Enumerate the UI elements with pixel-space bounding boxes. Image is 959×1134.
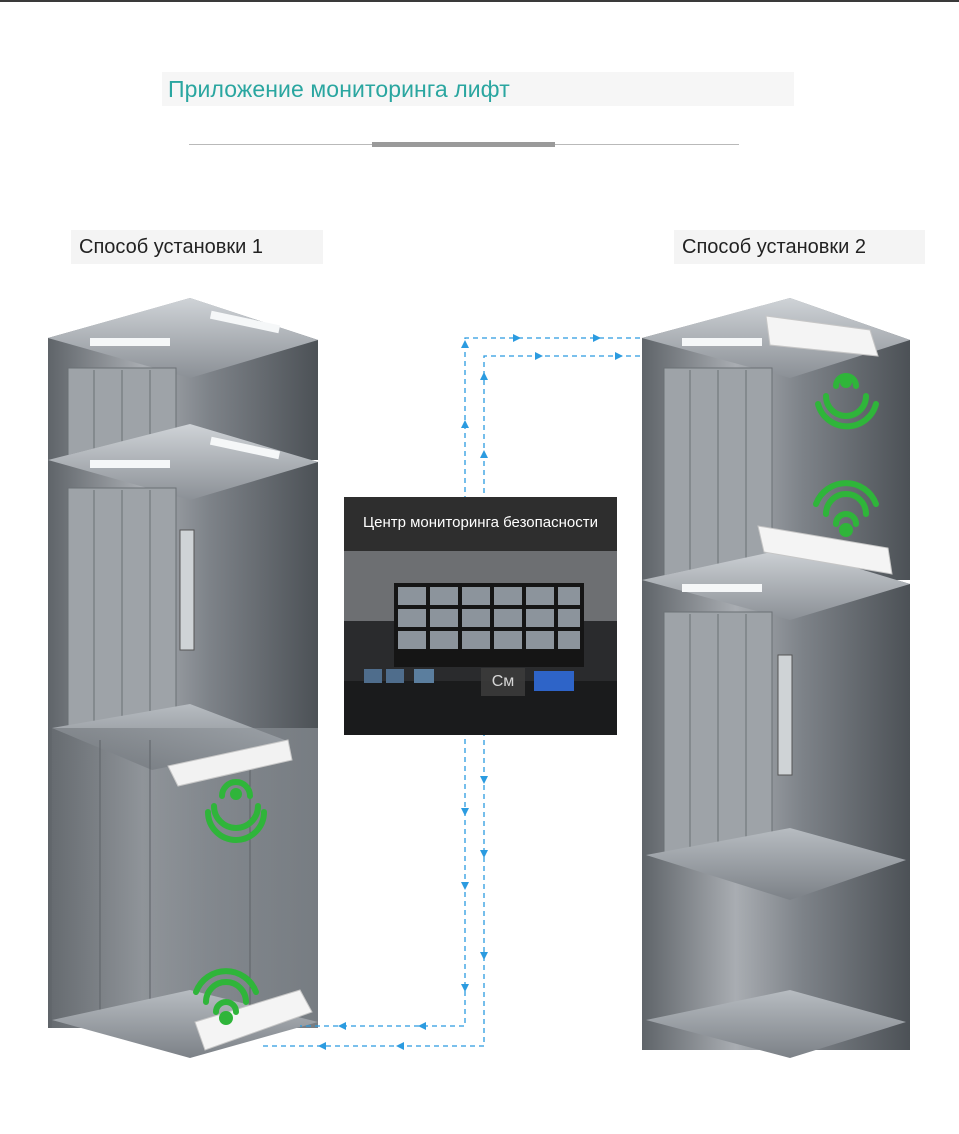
title-box: Приложение мониторинга лифт [162,72,794,106]
monitoring-center-panel: Центр мониторинга безопасности [344,497,617,735]
wireless-bridge-device [167,739,293,787]
top-rule [0,0,959,2]
control-room-image [344,551,617,735]
arrow-icon [318,334,623,1050]
page-title: Приложение мониторинга лифт [168,76,510,102]
wifi-signal-icon [193,968,259,1025]
method-2-label: Способ установки 2 [674,230,925,264]
wifi-signal-icon [205,779,267,843]
wireless-bridge-device [194,989,313,1051]
wifi-signal-icon [815,373,879,430]
left-elevator-shaft [48,298,318,1058]
title-divider-accent [372,142,555,147]
wifi-signal-icon [813,480,879,537]
link-lines [262,337,640,1047]
wireless-bridge-device [757,525,893,575]
monitoring-center-badge: См [481,668,525,696]
monitoring-center-title: Центр мониторинга безопасности [344,497,617,551]
method-1-label: Способ установки 1 [71,230,323,264]
right-elevator-shaft [642,298,910,1058]
wireless-bridge-device [765,315,879,357]
